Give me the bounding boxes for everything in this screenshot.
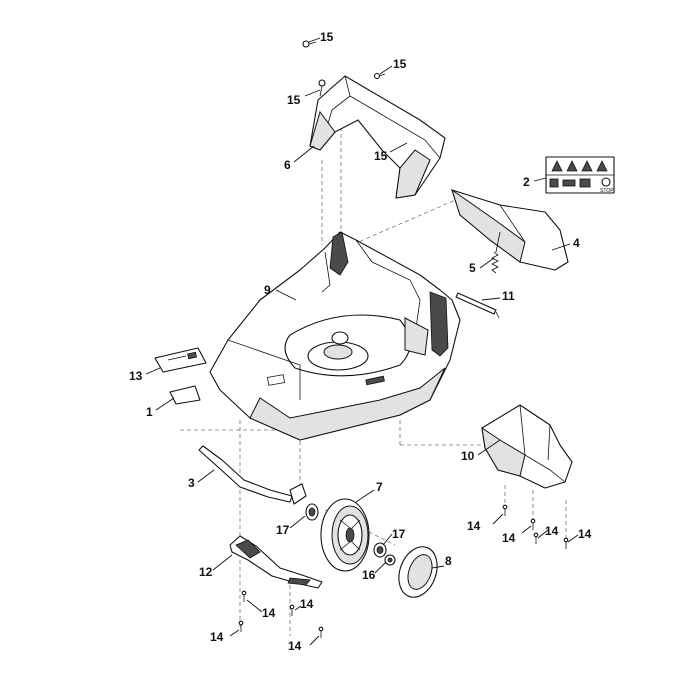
callout-2: 2 [523, 175, 530, 189]
callout-9: 9 [264, 283, 271, 297]
rear-deflector-part-4 [451, 188, 569, 271]
callout-10: 10 [461, 449, 475, 463]
callout-14-d: 14 [578, 527, 592, 541]
screw-part-14 [238, 504, 569, 638]
washer-part-16 [384, 554, 396, 566]
hubcap-part-8 [398, 546, 438, 598]
callout-15-bracket: 15 [374, 149, 388, 163]
plate-part-1 [169, 385, 201, 405]
callout-1: 1 [146, 405, 153, 419]
spring-part-5 [491, 231, 501, 274]
callout-14-g: 14 [210, 630, 224, 644]
callout-16: 16 [362, 568, 376, 582]
callout-17-left: 17 [276, 523, 290, 537]
callout-15-top: 15 [320, 30, 334, 44]
bushing-part-17 [305, 503, 387, 558]
callout-14-e: 14 [262, 606, 276, 620]
bumper-part-12 [229, 535, 323, 589]
callout-15-right: 15 [393, 57, 407, 71]
callout-14-b: 14 [502, 531, 516, 545]
callout-17-right: 17 [392, 527, 406, 541]
callout-13: 13 [129, 369, 143, 383]
callout-15-left: 15 [287, 93, 301, 107]
callout-4: 4 [573, 236, 580, 250]
hinge-rod-part-11 [455, 292, 500, 319]
wheel-part-7 [320, 498, 370, 572]
handle-bracket-part-6 [309, 75, 446, 199]
warning-label-part-2: STOP [545, 156, 615, 194]
callout-14-f: 14 [300, 597, 314, 611]
mower-housing-part-9 [209, 231, 461, 441]
axle-part-3 [198, 445, 307, 505]
callout-6: 6 [284, 158, 291, 172]
callout-numbers: 15 15 15 15 6 2 4 5 9 11 13 1 10 3 7 17 … [129, 30, 592, 653]
callout-12: 12 [199, 565, 213, 579]
callout-8: 8 [445, 554, 452, 568]
callout-3: 3 [188, 476, 195, 490]
callout-14-c: 14 [545, 524, 559, 538]
leader-lines [145, 37, 579, 646]
callout-11: 11 [502, 289, 515, 303]
callout-5: 5 [469, 261, 476, 275]
side-discharge-part-10 [481, 404, 573, 489]
callout-14-a: 14 [467, 519, 481, 533]
info-label-part-13 [154, 347, 207, 373]
stop-label-text: STOP [600, 188, 614, 194]
callout-14-h: 14 [288, 639, 302, 653]
callout-7: 7 [376, 480, 383, 494]
